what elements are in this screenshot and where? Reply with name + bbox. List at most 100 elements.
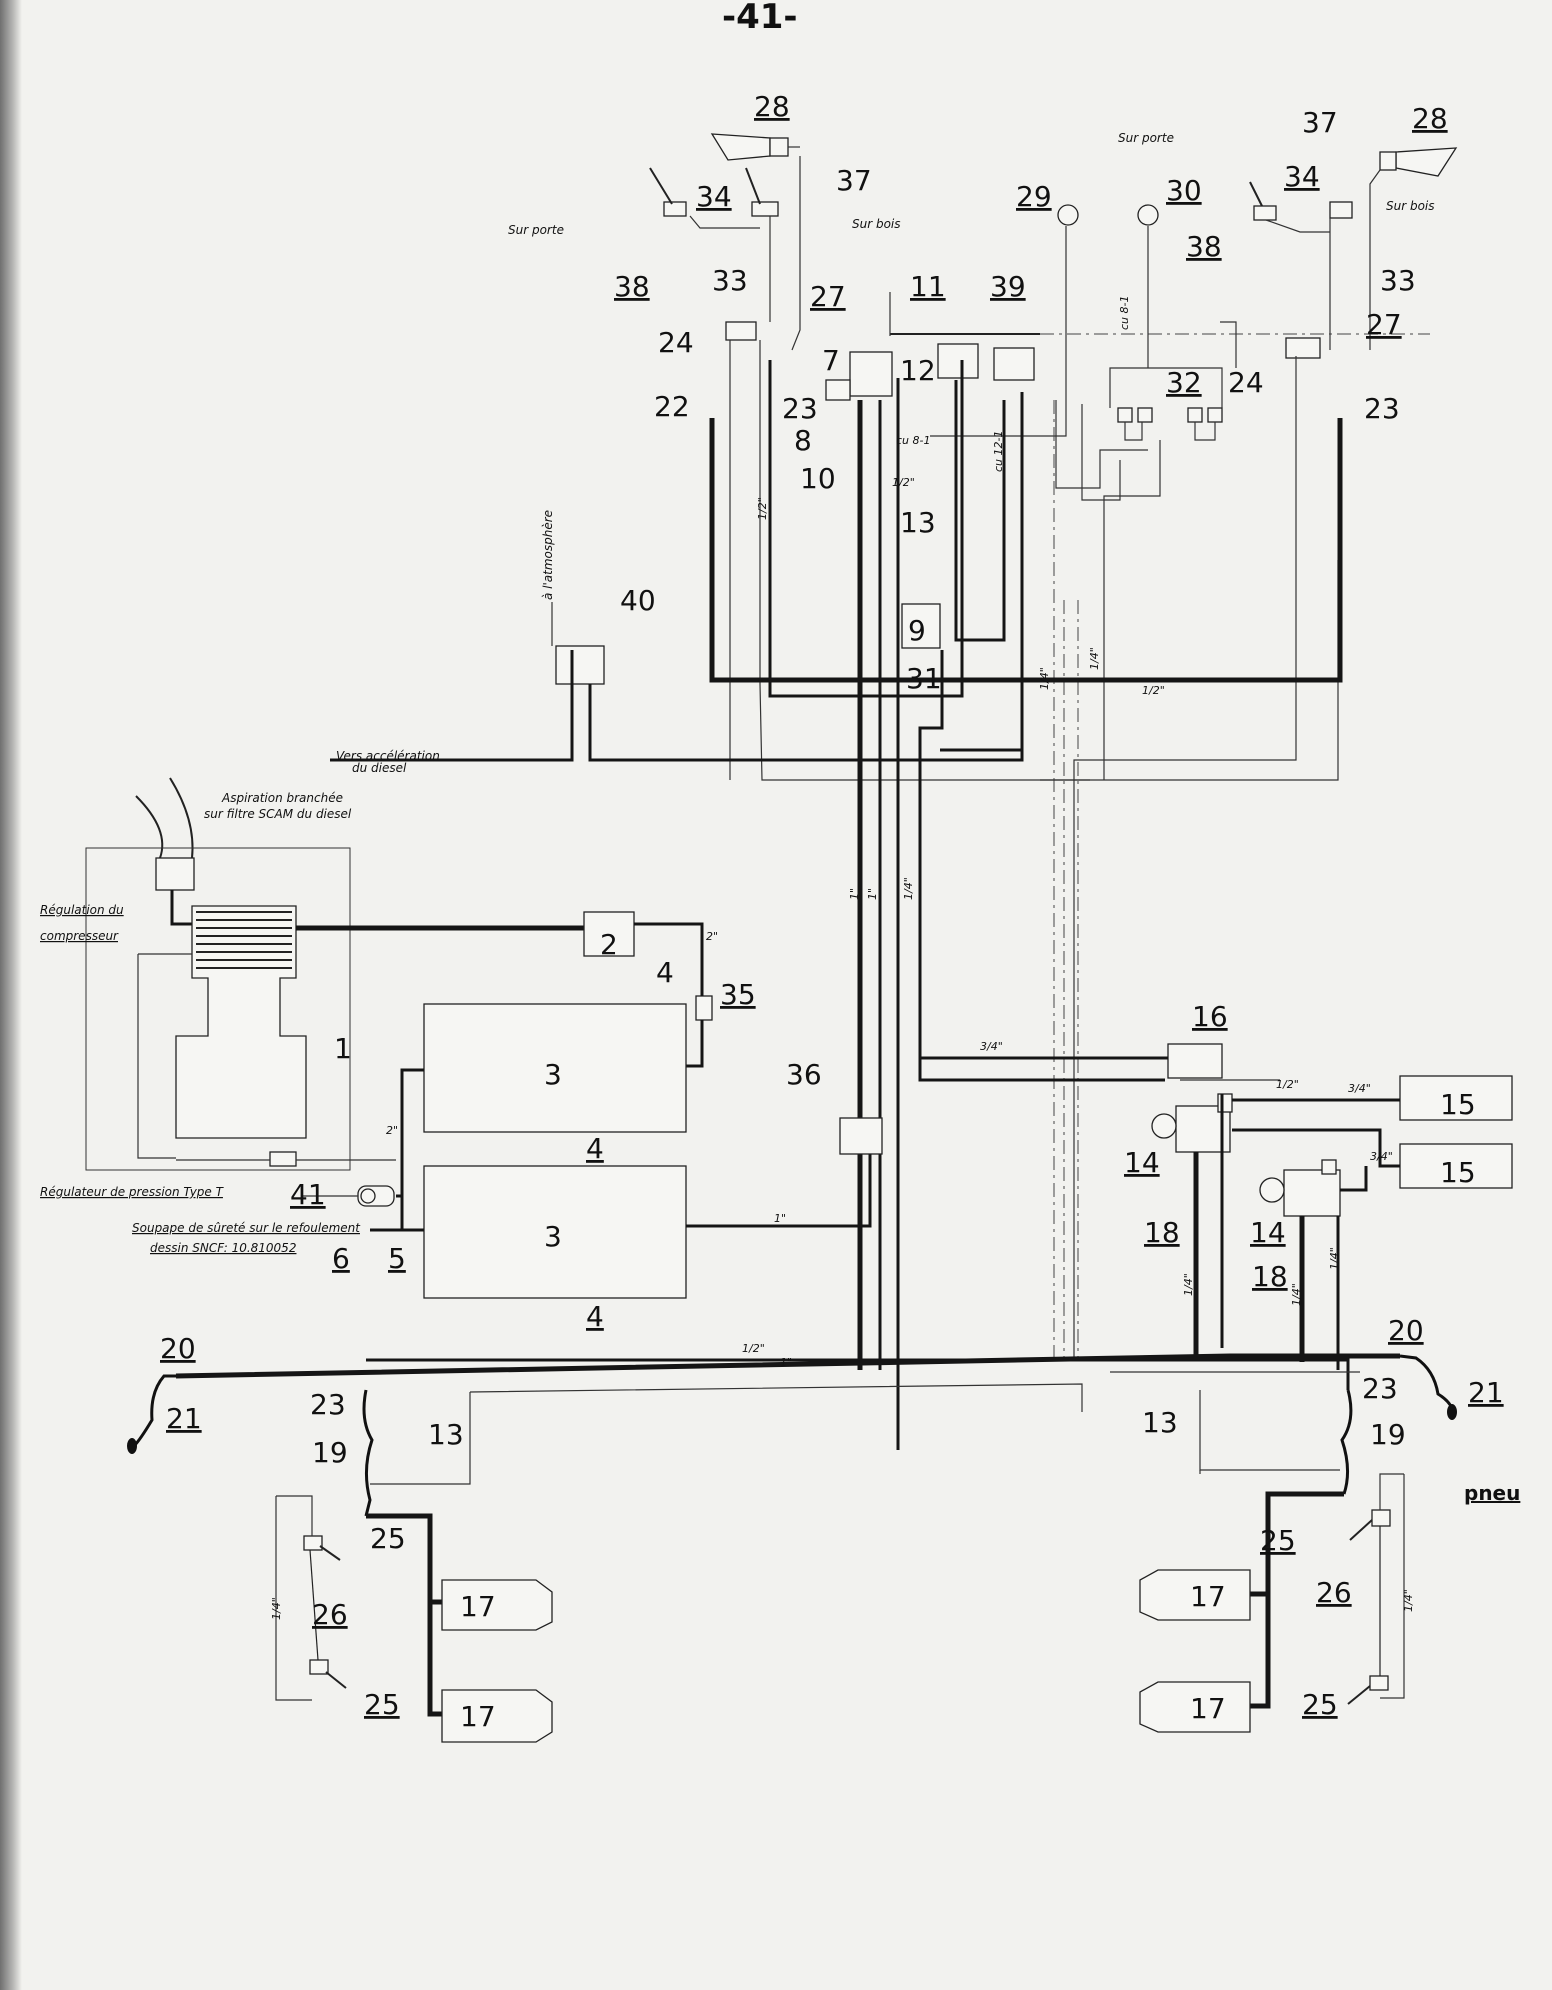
size-quarter: 1/4" — [1182, 1273, 1195, 1296]
label-17: 17 — [460, 1700, 496, 1733]
label-8: 8 — [794, 424, 812, 457]
label-23: 23 — [782, 392, 818, 425]
label-34: 34 — [696, 180, 732, 213]
note-dessin-sncf: dessin SNCF: 10.810052 — [150, 1241, 296, 1255]
label-4: 4 — [656, 956, 674, 989]
label-16: 16 — [1192, 1000, 1228, 1033]
valve-cluster-32 — [1109, 367, 1223, 441]
size-3q: 3/4" — [980, 1040, 1003, 1053]
label-20: 20 — [160, 1332, 196, 1365]
label-4: 4 — [586, 1300, 604, 1333]
label-14: 14 — [1124, 1146, 1160, 1179]
brake-valve-7 — [849, 351, 893, 397]
label-13: 13 — [900, 506, 936, 539]
size-cu: cu 8-1 — [896, 434, 930, 447]
label-5: 5 — [388, 1242, 406, 1275]
label-25: 25 — [1302, 1688, 1338, 1721]
valve-25-26-left — [275, 1495, 347, 1701]
reservoir-2 — [583, 911, 635, 957]
size-quarter: 1/4" — [1290, 1283, 1303, 1306]
reservoir-9 — [901, 603, 941, 649]
valve-40 — [555, 645, 605, 685]
label-24: 24 — [658, 326, 694, 359]
label-4: 4 — [586, 1132, 604, 1165]
size-one: 1" — [780, 1356, 792, 1369]
label-19: 19 — [312, 1436, 348, 1469]
note-regulateur: Régulateur de pression Type T — [40, 1185, 225, 1199]
note-sur-bois: Sur bois — [1386, 199, 1435, 213]
label-28: 28 — [754, 90, 790, 123]
note-du-diesel: du diesel — [352, 761, 407, 775]
size-3q: 3/4" — [1348, 1082, 1371, 1095]
label-38: 38 — [614, 270, 650, 303]
valve-25-26-right — [1347, 1473, 1405, 1705]
hose-19-left — [362, 1389, 374, 1517]
label-28: 28 — [1412, 102, 1448, 135]
valve-37-right — [1329, 201, 1353, 219]
gauge-30 — [1137, 204, 1159, 226]
relay-8 — [825, 379, 851, 401]
label-27: 27 — [1366, 308, 1402, 341]
size-quarter: 1/4" — [1038, 667, 1051, 690]
label-33: 33 — [1380, 264, 1416, 297]
distributor-24-left — [725, 321, 757, 341]
label-17: 17 — [1190, 1580, 1226, 1613]
label-13: 13 — [1142, 1406, 1178, 1439]
note-sur-bois: Sur bois — [852, 217, 901, 231]
thin-pipes-top — [689, 156, 1381, 1360]
label-6: 6 — [332, 1242, 350, 1275]
label-18: 18 — [1144, 1216, 1180, 1249]
label-34: 34 — [1284, 160, 1320, 193]
size-3q: 3/4" — [1370, 1150, 1393, 1163]
label-20: 20 — [1388, 1314, 1424, 1347]
valve-16 — [1167, 1043, 1223, 1079]
brake-cylinder-17-right-lower — [1139, 1681, 1251, 1733]
label-9: 9 — [908, 614, 926, 647]
relay-valve-14-upper — [1151, 1093, 1233, 1153]
label-38: 38 — [1186, 230, 1222, 263]
size-two: 2" — [386, 1124, 398, 1137]
label-39: 39 — [990, 270, 1026, 303]
size-cu: cu 8-1 — [1118, 296, 1131, 330]
label-3: 3 — [544, 1220, 562, 1253]
label-29: 29 — [1016, 180, 1052, 213]
note-aspiration: Aspiration branchée — [221, 791, 343, 805]
label-25: 25 — [1260, 1524, 1296, 1557]
label-2: 2 — [600, 928, 618, 961]
horn-right — [1379, 147, 1458, 177]
size-quarter: 1/4" — [1402, 1589, 1415, 1612]
label-14: 14 — [1250, 1216, 1286, 1249]
label-37: 37 — [836, 164, 872, 197]
note-regulation: Régulation du — [40, 903, 124, 917]
size-half: 1/2" — [742, 1342, 765, 1355]
label-21: 21 — [166, 1402, 202, 1435]
label-17: 17 — [1190, 1692, 1226, 1725]
label-36: 36 — [786, 1058, 822, 1091]
label-25: 25 — [370, 1522, 406, 1555]
main-reservoir-3-lower — [423, 1165, 687, 1299]
reservoir-15-lower — [1399, 1143, 1513, 1189]
label-10: 10 — [800, 462, 836, 495]
label-26: 26 — [1316, 1576, 1352, 1609]
hose-19-right — [1340, 1389, 1353, 1495]
page-number: -41- — [722, 0, 798, 37]
label-13: 13 — [428, 1418, 464, 1451]
brake-cylinder-17-left-lower — [441, 1689, 553, 1743]
safety-valve-41 — [302, 1185, 395, 1207]
label-3: 3 — [544, 1058, 562, 1091]
distributor-24-right — [1285, 337, 1321, 359]
label-15: 15 — [1440, 1156, 1476, 1189]
size-quarter: 1/4" — [270, 1597, 283, 1620]
valve-36 — [839, 1117, 883, 1155]
horn-left — [710, 133, 800, 161]
compressor-frame — [85, 847, 351, 1171]
size-two: 2" — [706, 930, 718, 943]
valve-34-right — [1249, 181, 1277, 221]
filter-35 — [695, 995, 713, 1021]
note-vers-acceleration: Vers accélération — [336, 749, 440, 763]
label-23: 23 — [310, 1388, 346, 1421]
label-25: 25 — [364, 1688, 400, 1721]
coupling-left — [127, 1374, 176, 1454]
valve-37-left — [745, 167, 779, 217]
label-31: 31 — [906, 662, 942, 695]
